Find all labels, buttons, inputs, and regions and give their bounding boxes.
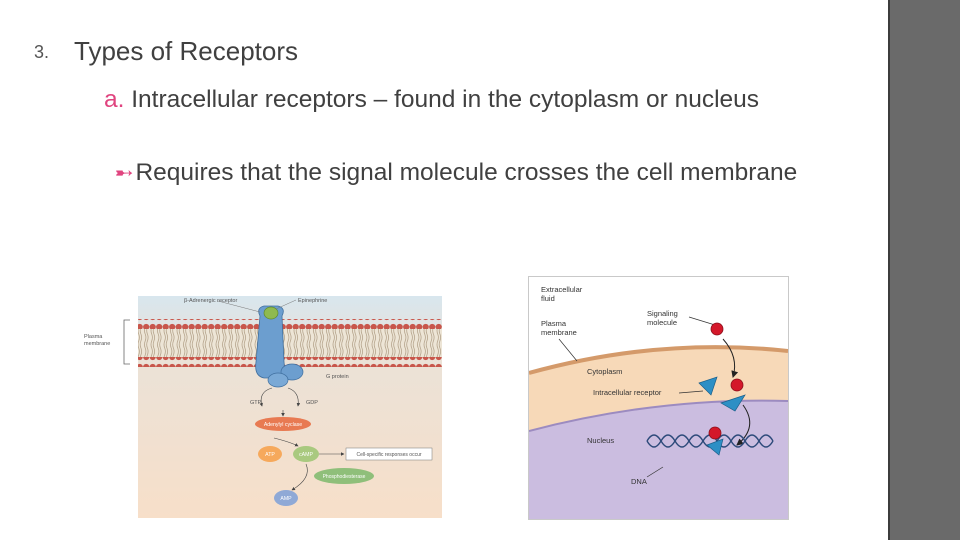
arrow-bullet-icon: ➸ <box>115 160 134 185</box>
subpoint-a: a. Intracellular receptors – found in th… <box>104 84 864 115</box>
signaling-molecule <box>710 322 724 336</box>
extracellular-label-1: Extracellular <box>541 285 583 294</box>
signal-label-1: Signaling <box>647 309 678 318</box>
nucleus-label: Nucleus <box>587 436 614 445</box>
pde-label: Phosphodiesterase <box>323 474 366 480</box>
heading-number: 3. <box>34 42 50 62</box>
intracellular-receptor-figure: Extracellular fluid Plasma membrane Sign… <box>528 276 789 520</box>
membrane-label-1: Plasma <box>541 319 567 328</box>
membrane-label-2: membrane <box>541 328 577 337</box>
response-box <box>345 447 433 461</box>
subpoint-letter: a. <box>104 86 125 113</box>
membrane-label-1: Plasma <box>84 334 103 340</box>
atp-label: ATP <box>265 452 275 458</box>
signal-label-2: molecule <box>647 318 677 327</box>
cytoplasm-label: Cytoplasm <box>587 367 622 376</box>
nucleus-region <box>529 400 788 519</box>
epinephrine-molecule <box>263 306 279 320</box>
membrane-bracket <box>123 319 130 365</box>
inner-lipid-heads <box>138 357 442 367</box>
receptor-label: β-Adrenergic receptor <box>184 298 237 304</box>
side-bar <box>888 0 960 540</box>
gprotein-label: G protein <box>326 374 349 380</box>
bullet-item: ➸Requires that the signal molecule cross… <box>115 156 833 189</box>
enzyme-label: Adenylyl cyclase <box>264 422 302 428</box>
beta-receptor <box>255 305 285 379</box>
gprotein-pathway-figure: Plasma membrane β-Adrenergic receptor Ep… <box>84 296 442 518</box>
lipid-tails <box>138 329 442 343</box>
atp-shape <box>258 446 282 462</box>
plasma-membrane <box>529 345 788 375</box>
camp-shape <box>293 446 319 462</box>
camp-label: cAMP <box>299 452 313 458</box>
subpoint-text: Intracellular receptors – found in the c… <box>131 86 760 113</box>
outer-lipid-heads <box>138 319 442 329</box>
bullet-text: Requires that the signal molecule crosse… <box>135 159 798 186</box>
receptor-shape <box>698 376 718 396</box>
side-bar-edge <box>888 0 890 540</box>
gtp-label: GTP <box>250 400 262 406</box>
amp-label: AMP <box>280 496 292 502</box>
receptor-label: Intracellular receptor <box>593 388 662 397</box>
dna-label: DNA <box>631 477 647 486</box>
adenylyl-cyclase <box>255 417 311 431</box>
ligand-label: Epinephrine <box>298 298 327 304</box>
extracellular-label-2: fluid <box>541 294 555 303</box>
amp-shape <box>274 490 298 506</box>
heading-title: Types of Receptors <box>74 36 298 66</box>
phosphodiesterase <box>314 468 374 484</box>
membrane-label-2: membrane <box>84 341 110 347</box>
gdp-label: GDP <box>306 400 318 406</box>
response-label: Cell-specific responses occur <box>356 452 421 458</box>
